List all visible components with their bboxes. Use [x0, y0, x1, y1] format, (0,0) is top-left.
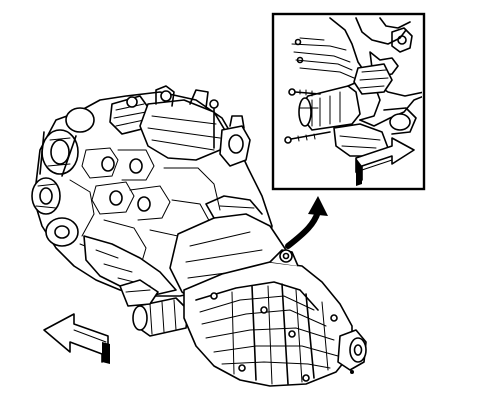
starter-motor-main [132, 297, 189, 337]
starter-bolt-lower [284, 131, 331, 144]
output-flange [337, 329, 367, 374]
shift-tower [279, 249, 293, 263]
detail-inset [271, 12, 426, 191]
throttle-body [219, 115, 251, 167]
transmission-mount [119, 279, 159, 307]
accessory-drive [31, 107, 95, 247]
detail-callout-arrow [285, 196, 328, 249]
transmission-case [183, 249, 353, 387]
inset-direction-arrow [355, 137, 415, 186]
engine-transmission-assembly [31, 85, 367, 387]
main-direction-arrow [43, 313, 110, 364]
starter-bolt-upper [288, 88, 321, 97]
intake-manifold [139, 85, 227, 161]
oil-dipstick [209, 99, 219, 149]
